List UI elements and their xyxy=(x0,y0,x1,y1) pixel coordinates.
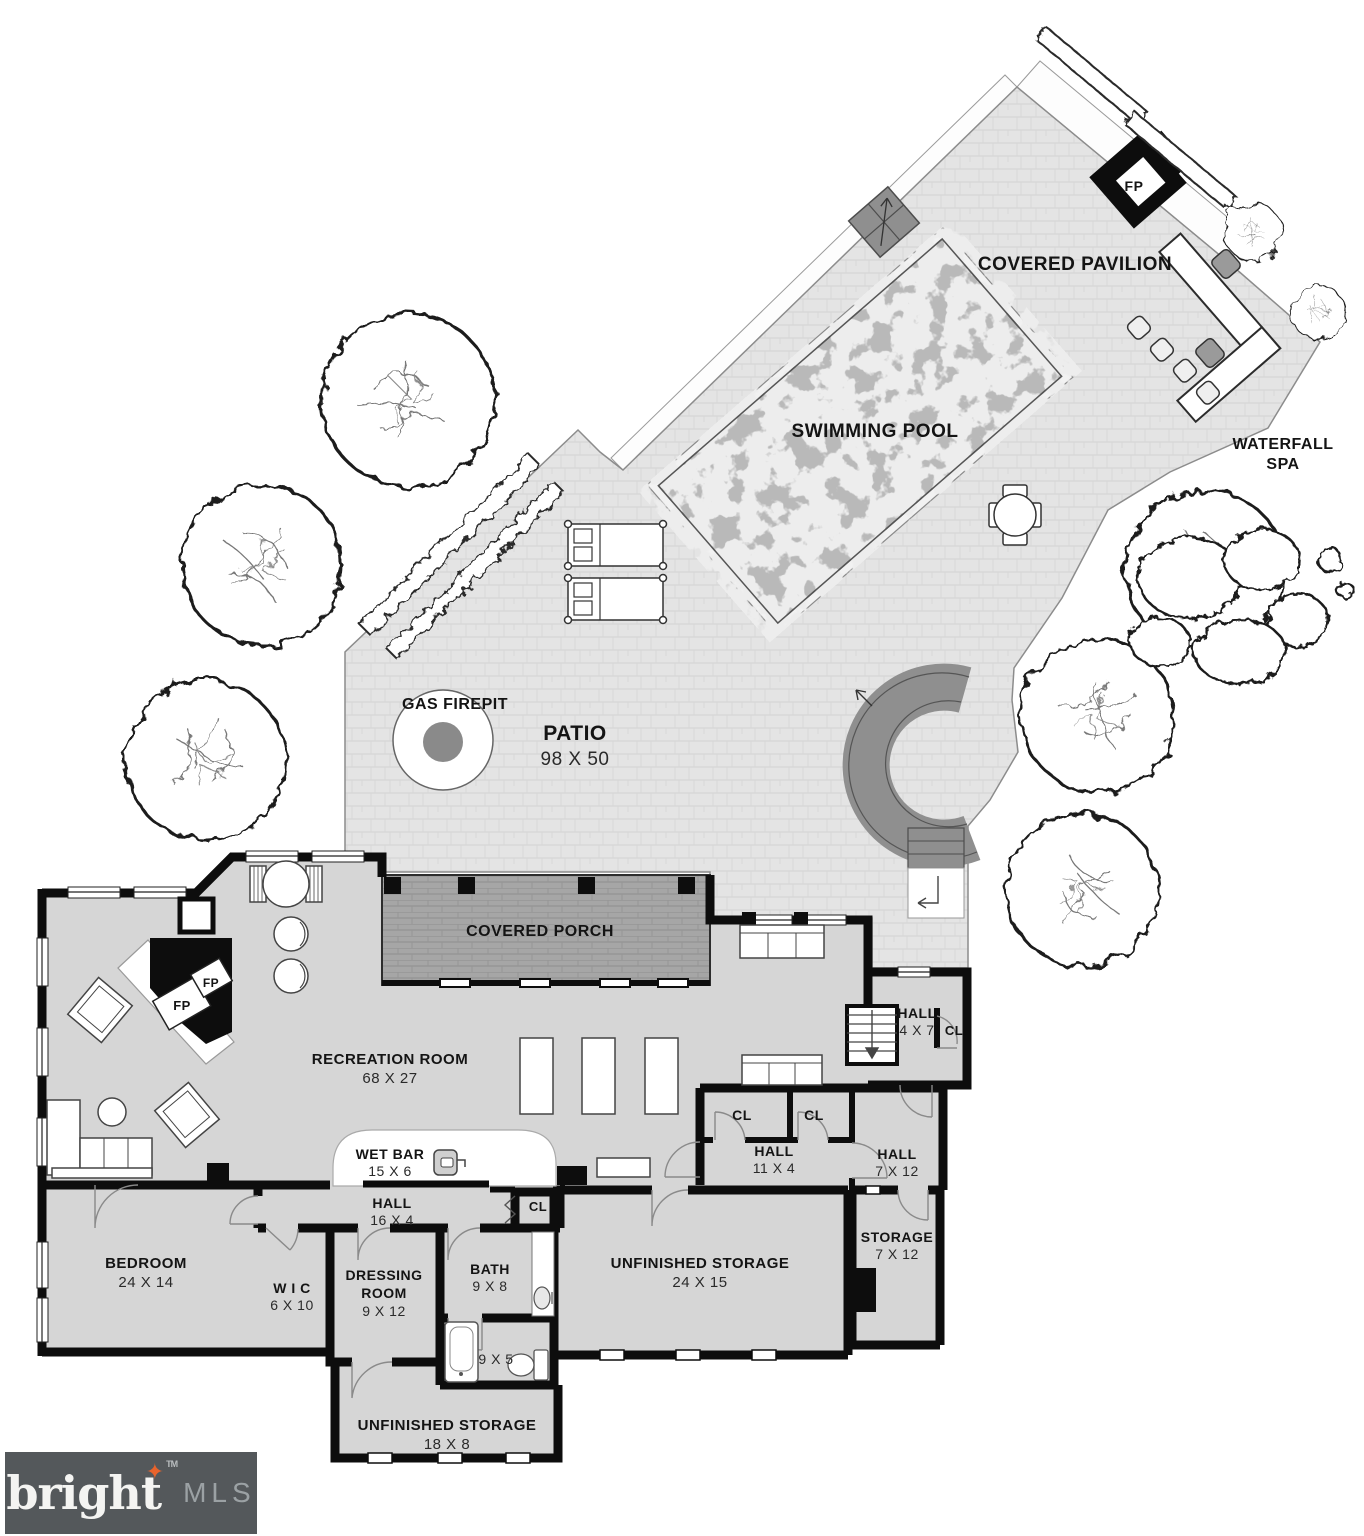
covered-porch: COVERED PORCH xyxy=(381,874,711,986)
wet-bar xyxy=(332,1129,557,1188)
hedge-icon xyxy=(358,25,1238,660)
mls-text: MLS xyxy=(183,1477,256,1508)
storage-dims: 7 X 12 xyxy=(875,1246,918,1262)
unf-storage-small-label: UNFINISHED STORAGE xyxy=(358,1417,537,1434)
house: COVERED PORCH xyxy=(36,850,972,1464)
hall-center-dims: 11 X 4 xyxy=(753,1160,795,1176)
waterfall-spa-rocks xyxy=(1128,528,1355,686)
curved-stair xyxy=(842,663,981,919)
hall-lower-label: HALL xyxy=(372,1195,411,1211)
windows xyxy=(36,850,931,1343)
rec-room-label: RECREATION ROOM xyxy=(312,1051,468,1068)
pavilion-fp-label: FP xyxy=(1125,178,1144,194)
pool-label: SWIMMING POOL xyxy=(792,421,959,442)
wic-label: W I C xyxy=(273,1280,311,1296)
dressing-label-2: ROOM xyxy=(361,1285,407,1301)
bath-fixtures xyxy=(444,1231,555,1383)
bar-stools xyxy=(1126,315,1221,405)
bathtub-icon xyxy=(444,1321,479,1383)
hall-right-label: HALL xyxy=(877,1146,916,1162)
covered-pavilion-label: COVERED PAVILION xyxy=(978,254,1172,275)
bright-text: bright xyxy=(6,1466,162,1520)
covered-porch-label: COVERED PORCH xyxy=(466,923,614,940)
hall-upper-label: HALL xyxy=(897,1005,936,1021)
closet-b-label: CL xyxy=(804,1107,824,1123)
room-labels: RECREATION ROOM 68 X 27 HALL 4 X 7 CL CL… xyxy=(105,1005,963,1453)
hall-upper-dims: 4 X 7 xyxy=(899,1022,934,1038)
lounge-chairs xyxy=(563,519,668,625)
swimming-pool: SWIMMING POOL xyxy=(646,226,1074,636)
bath-dims: 9 X 8 xyxy=(472,1278,507,1294)
dressing-label-1: DRESSING xyxy=(345,1267,422,1283)
patio-table xyxy=(988,484,1042,546)
patio-label: PATIO xyxy=(543,722,607,745)
porch-door-gaps xyxy=(439,978,689,988)
hall-right-dims: 7 X 12 xyxy=(875,1163,918,1179)
walls-interior xyxy=(382,980,967,1190)
closet-upper-label: CL xyxy=(945,1023,963,1038)
wet-bar-dims: 15 X 6 xyxy=(368,1163,411,1179)
rec-room-dims: 68 X 27 xyxy=(362,1070,417,1087)
closet-a-label: CL xyxy=(732,1107,752,1123)
staircase xyxy=(845,1004,899,1066)
foundation-notches xyxy=(367,1185,881,1464)
storage-label: STORAGE xyxy=(861,1229,933,1245)
gas-firepit: GAS FIREPIT xyxy=(392,689,508,791)
tub-area-dims: 9 X 5 xyxy=(478,1351,513,1367)
waterfall-spa-label-1: WATERFALL xyxy=(1232,436,1333,453)
fp-right-label: FP xyxy=(203,976,219,990)
patio-dims: 98 X 50 xyxy=(541,749,610,770)
toilet-icon xyxy=(507,1349,549,1381)
wall-posts xyxy=(207,912,876,1312)
rec-room-fireplace: FP FP xyxy=(117,896,235,1065)
hall-lower-dims: 16 X 4 xyxy=(370,1212,413,1228)
bath-label: BATH xyxy=(470,1261,510,1277)
pavilion-steps xyxy=(847,185,921,259)
hall-center-label: HALL xyxy=(754,1143,793,1159)
closet-bath-label: CL xyxy=(529,1199,547,1214)
wic-dims: 6 X 10 xyxy=(270,1297,313,1313)
bright-mls-logo: bright ✦ TM MLS xyxy=(5,1452,257,1534)
trademark-text: TM xyxy=(166,1459,178,1469)
unf-storage-large-dims: 24 X 15 xyxy=(672,1274,727,1291)
sink-icon xyxy=(533,1286,551,1310)
bedroom-label: BEDROOM xyxy=(105,1255,187,1272)
furniture xyxy=(46,860,825,1179)
fp-left-label: FP xyxy=(173,998,191,1013)
bright-wordmark: bright ✦ TM xyxy=(6,1460,178,1517)
dressing-dims: 9 X 12 xyxy=(362,1303,405,1319)
grill-icon xyxy=(1195,249,1241,368)
landscaping xyxy=(100,25,1355,999)
gas-firepit-label: GAS FIREPIT xyxy=(402,696,508,713)
wet-bar-label: WET BAR xyxy=(356,1146,425,1162)
star-icon: ✦ xyxy=(145,1460,164,1485)
doors xyxy=(94,1015,958,1399)
unf-storage-large-label: UNFINISHED STORAGE xyxy=(611,1255,790,1272)
waterfall-spa-label-2: SPA xyxy=(1266,456,1299,473)
bedroom-dims: 24 X 14 xyxy=(118,1274,173,1291)
unf-storage-small-dims: 18 X 8 xyxy=(424,1436,470,1453)
